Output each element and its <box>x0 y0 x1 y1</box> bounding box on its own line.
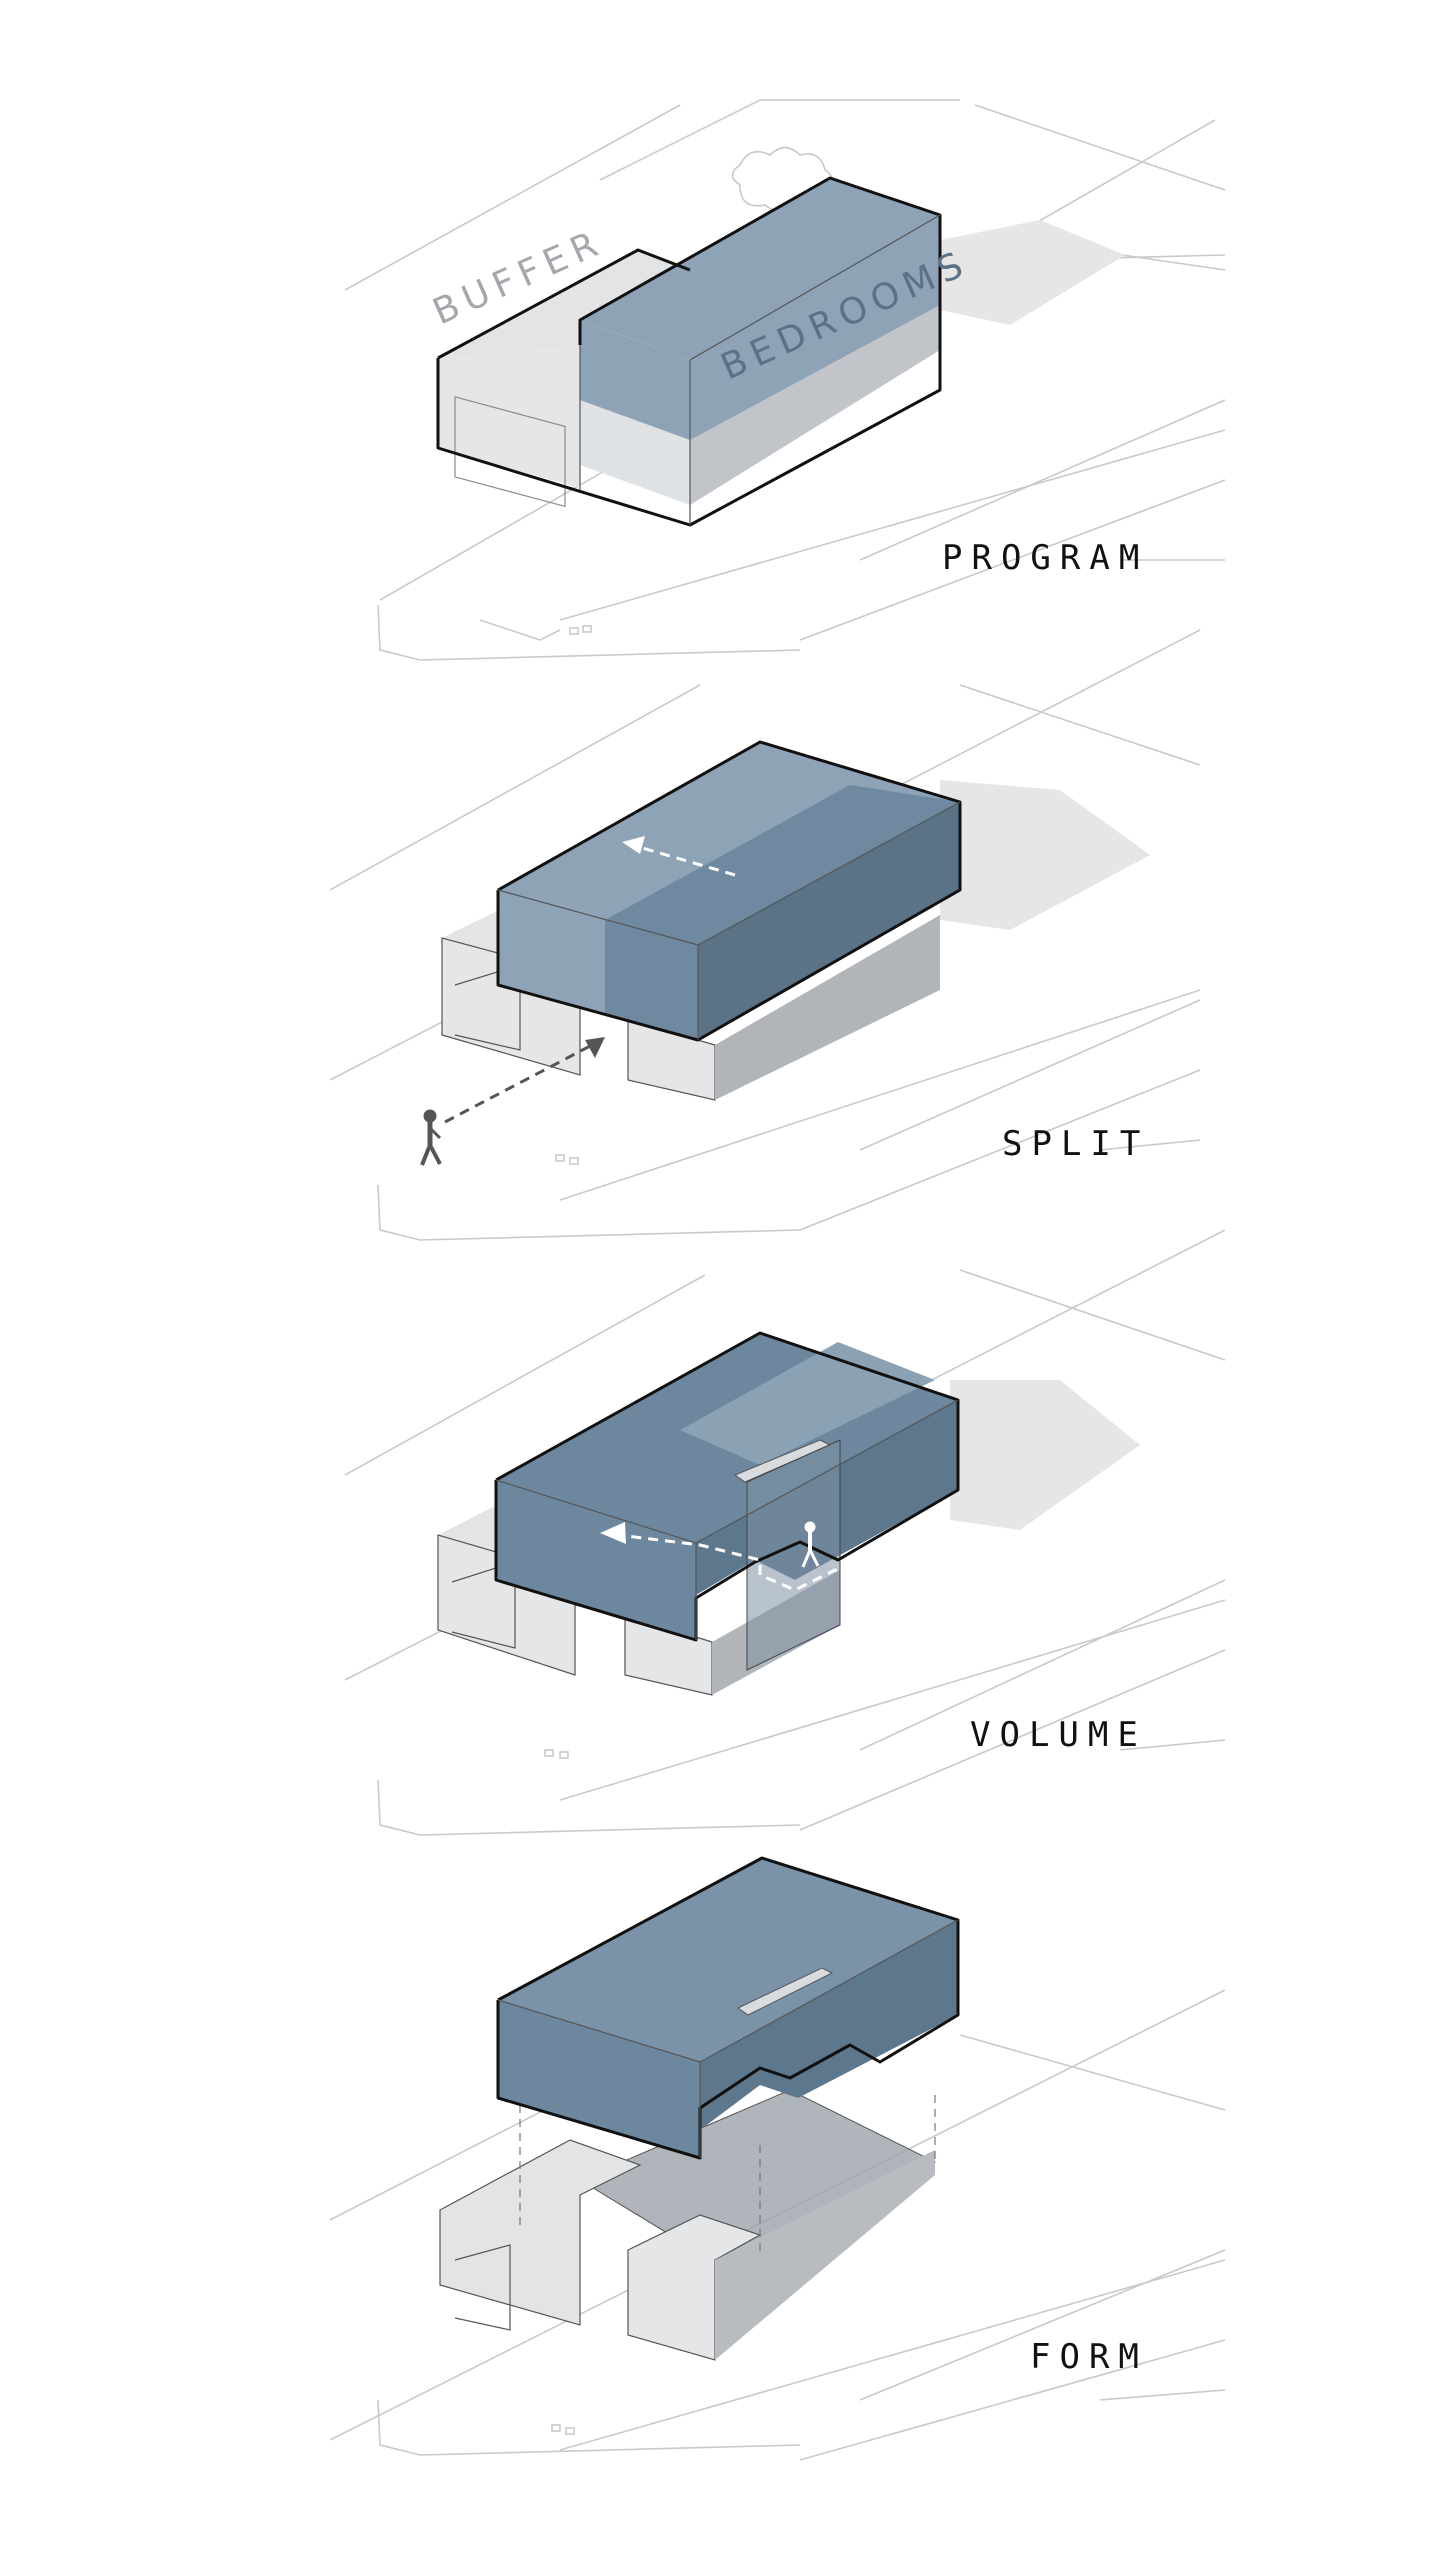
light-well <box>746 1439 841 1671</box>
form-drawing <box>329 1856 1226 2461</box>
walking-person-icon <box>801 1521 820 1568</box>
step-label-form: FORM <box>1030 2337 1148 2377</box>
site-plan-lines <box>329 629 1201 1241</box>
garage-volume <box>439 2139 642 2331</box>
volume-panel: VOLUME <box>0 1229 1434 1850</box>
cast-shadow <box>940 220 1125 325</box>
skylight <box>737 1967 834 2016</box>
dashed-arrow-icon <box>622 836 736 877</box>
form-panel: FORM <box>0 1840 1434 2461</box>
program-panel: BUFFER BEDROOMS PROGRAM <box>0 60 1434 680</box>
walking-person-icon <box>420 1109 442 1166</box>
split-panel: SPLIT <box>0 629 1434 1260</box>
bedrooms-volume <box>580 178 940 505</box>
dashed-arrow-icon <box>600 1522 886 1592</box>
cast-shadow <box>950 1380 1140 1530</box>
entry-volume <box>627 2150 935 2361</box>
step-label-program: PROGRAM <box>942 538 1149 578</box>
step-label-volume: VOLUME <box>970 1715 1147 1755</box>
projection-lines <box>519 2095 936 2255</box>
program-drawing: BUFFER BEDROOMS <box>344 99 1226 661</box>
dashed-arrow-icon <box>444 1037 605 1124</box>
step-label-split: SPLIT <box>1002 1124 1150 1164</box>
cast-shadow <box>940 780 1150 930</box>
volume-drawing <box>344 1229 1226 1836</box>
upper-volume <box>498 742 960 1040</box>
split-drawing <box>329 629 1201 1241</box>
upper-volume <box>496 1333 958 1640</box>
upper-volume <box>498 1858 958 2158</box>
